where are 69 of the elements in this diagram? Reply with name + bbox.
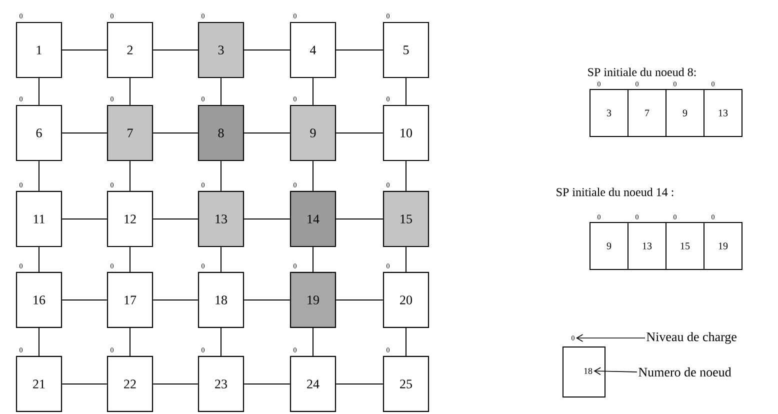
- list-heading: SP initiale du noeud 8:: [588, 68, 696, 76]
- list-cell: 13: [704, 89, 742, 137]
- shaded-node-box: 14: [290, 190, 336, 248]
- connector-line: [244, 218, 290, 220]
- node-box: 4: [290, 22, 336, 78]
- node-box: 22: [106, 356, 154, 412]
- shaded-node-box: 13: [198, 190, 244, 248]
- node-box: 23: [198, 356, 244, 412]
- connector-line: [38, 78, 40, 106]
- shaded-node-box: 19: [290, 272, 336, 328]
- node-box: [562, 346, 606, 398]
- leader-line: [576, 334, 646, 342]
- shaded-node-box: 15: [382, 190, 430, 248]
- connector-line: [244, 383, 290, 384]
- node-box: 25: [382, 356, 430, 412]
- connector-line: [312, 78, 314, 106]
- connector-line: [336, 299, 384, 300]
- shaded-node-box: 8: [198, 104, 244, 162]
- connector-line: [244, 299, 290, 300]
- connector-line: [244, 132, 290, 134]
- connector-line: [152, 299, 198, 300]
- connector-line: [336, 132, 384, 134]
- shaded-node-box: 9: [290, 104, 336, 162]
- node-box: 6: [16, 104, 62, 162]
- connector-line: [62, 132, 108, 134]
- node-box: 1: [16, 22, 62, 78]
- connector-line: [336, 218, 384, 220]
- connector-line: [38, 160, 40, 192]
- list-cell: 13: [628, 222, 666, 270]
- node-box: 16: [16, 272, 62, 328]
- list-cell: 3: [590, 89, 628, 137]
- connector-line: [62, 218, 108, 220]
- list-cell: 15: [666, 222, 704, 270]
- node-box: 24: [290, 356, 336, 412]
- connector-line: [152, 132, 198, 134]
- connector-line: [220, 246, 222, 272]
- connector-line: [62, 299, 108, 300]
- list-cell: 19: [704, 222, 742, 270]
- connector-line: [220, 78, 222, 106]
- connector-line: [312, 160, 314, 192]
- connector-line: [220, 160, 222, 192]
- connector-line: [62, 383, 108, 384]
- leader-line: [594, 367, 638, 376]
- node-box: 17: [106, 272, 154, 328]
- node-box: 2: [106, 22, 154, 78]
- node-box: 18: [198, 272, 244, 328]
- node-box: 20: [382, 272, 430, 328]
- connector-line: [38, 328, 40, 356]
- shaded-node-box: 7: [106, 104, 154, 162]
- node-number: 18: [584, 368, 592, 374]
- legend-text: Numero de noeud: [638, 367, 732, 377]
- connector-line: [336, 383, 384, 384]
- connector-line: [220, 328, 222, 356]
- legend-text: Niveau de charge: [646, 332, 736, 344]
- shaded-node-box: 3: [198, 22, 244, 78]
- list-cell: 9: [666, 89, 704, 137]
- list-heading: SP initiale du noeud 14 :: [556, 188, 674, 196]
- connector-line: [152, 218, 198, 220]
- node-box: 11: [16, 190, 62, 248]
- node-box: 5: [382, 22, 430, 78]
- node-box: 12: [106, 190, 154, 248]
- node-box: 21: [16, 356, 62, 412]
- list-cell: 9: [590, 222, 628, 270]
- connector-line: [38, 246, 40, 272]
- list-cell: 7: [628, 89, 666, 137]
- connector-line: [312, 328, 314, 356]
- connector-line: [152, 383, 198, 384]
- node-box: 10: [382, 104, 430, 162]
- connector-line: [312, 246, 314, 272]
